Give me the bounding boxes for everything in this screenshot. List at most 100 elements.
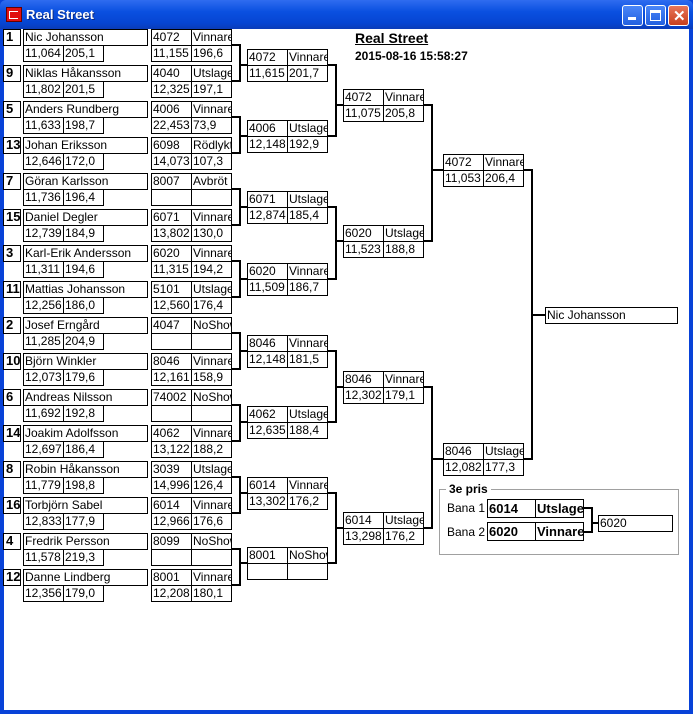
round2-result-status[interactable]: Vinnare bbox=[287, 335, 328, 352]
round1-result-time[interactable]: 12,966 bbox=[151, 513, 192, 530]
qualifying-speed[interactable]: 205,1 bbox=[63, 45, 104, 62]
qualifying-time[interactable]: 12,356 bbox=[23, 585, 64, 602]
round1-result-speed[interactable]: 176,6 bbox=[191, 513, 232, 530]
round3-result-time[interactable]: 13,298 bbox=[343, 528, 384, 545]
lane2-status-field[interactable]: Vinnare bbox=[535, 522, 584, 541]
round3-result-status[interactable]: Vinnare bbox=[383, 89, 424, 106]
qualifying-speed[interactable]: 196,4 bbox=[63, 189, 104, 206]
seed-number[interactable]: 14 bbox=[3, 425, 21, 442]
round1-result-status[interactable]: Vinnare bbox=[191, 497, 232, 514]
driver-name[interactable]: Johan Eriksson bbox=[23, 137, 148, 154]
seed-number[interactable]: 8 bbox=[3, 461, 21, 478]
round1-result-speed[interactable]: 130,0 bbox=[191, 225, 232, 242]
round3-result-status[interactable]: Vinnare bbox=[383, 371, 424, 388]
seed-number[interactable]: 16 bbox=[3, 497, 21, 514]
round2-result-status[interactable]: Vinnare bbox=[287, 477, 328, 494]
qualifying-speed[interactable]: 204,9 bbox=[63, 333, 104, 350]
round1-result-status[interactable]: NoShow bbox=[191, 317, 232, 334]
driver-name[interactable]: Nic Johansson bbox=[23, 29, 148, 46]
driver-name[interactable]: Joakim Adolfsson bbox=[23, 425, 148, 442]
qualifying-time[interactable]: 12,739 bbox=[23, 225, 64, 242]
round1-result-car-id[interactable]: 8046 bbox=[151, 353, 192, 370]
round3-result-car-id[interactable]: 8046 bbox=[343, 371, 384, 388]
qualifying-speed[interactable]: 186,4 bbox=[63, 441, 104, 458]
round1-result-time[interactable]: 12,161 bbox=[151, 369, 192, 386]
round1-result-car-id[interactable]: 8001 bbox=[151, 569, 192, 586]
seed-number[interactable]: 13 bbox=[3, 137, 21, 154]
round1-result-speed[interactable]: 73,9 bbox=[191, 117, 232, 134]
qualifying-time[interactable]: 11,633 bbox=[23, 117, 64, 134]
seed-number[interactable]: 9 bbox=[3, 65, 21, 82]
round2-result-time[interactable] bbox=[247, 563, 288, 580]
round1-result-car-id[interactable]: 4072 bbox=[151, 29, 192, 46]
round1-result-status[interactable]: Vinnare bbox=[191, 425, 232, 442]
round2-result-car-id[interactable]: 4062 bbox=[247, 406, 288, 423]
qualifying-time[interactable]: 11,578 bbox=[23, 549, 64, 566]
round1-result-car-id[interactable]: 6071 bbox=[151, 209, 192, 226]
driver-name[interactable]: Göran Karlsson bbox=[23, 173, 148, 190]
round1-result-speed[interactable]: 158,9 bbox=[191, 369, 232, 386]
round1-result-speed[interactable] bbox=[191, 549, 232, 566]
round2-result-time[interactable]: 12,635 bbox=[247, 422, 288, 439]
round2-result-car-id[interactable]: 4006 bbox=[247, 120, 288, 137]
driver-name[interactable]: Torbjörn Sabel bbox=[23, 497, 148, 514]
round3-result-car-id[interactable]: 4072 bbox=[343, 89, 384, 106]
qualifying-time[interactable]: 11,802 bbox=[23, 81, 64, 98]
round1-result-time[interactable]: 11,315 bbox=[151, 261, 192, 278]
qualifying-time[interactable]: 12,697 bbox=[23, 441, 64, 458]
round2-result-speed[interactable]: 201,7 bbox=[287, 65, 328, 82]
round2-result-car-id[interactable]: 6071 bbox=[247, 191, 288, 208]
round2-result-status[interactable]: NoShow bbox=[287, 547, 328, 564]
round1-result-speed[interactable] bbox=[191, 333, 232, 350]
round1-result-status[interactable]: NoShow bbox=[191, 533, 232, 550]
round1-result-status[interactable]: Vinnare bbox=[191, 569, 232, 586]
round3-result-speed[interactable]: 176,2 bbox=[383, 528, 424, 545]
round1-result-car-id[interactable]: 4062 bbox=[151, 425, 192, 442]
round2-result-time[interactable]: 11,509 bbox=[247, 279, 288, 296]
winner-field[interactable]: Nic Johansson bbox=[545, 307, 678, 324]
round1-result-car-id[interactable]: 6020 bbox=[151, 245, 192, 262]
round2-result-car-id[interactable]: 6020 bbox=[247, 263, 288, 280]
round1-result-time[interactable]: 12,208 bbox=[151, 585, 192, 602]
round2-result-speed[interactable]: 192,9 bbox=[287, 136, 328, 153]
round3-result-time[interactable]: 12,302 bbox=[343, 387, 384, 404]
round2-result-time[interactable]: 12,148 bbox=[247, 351, 288, 368]
driver-name[interactable]: Björn Winkler bbox=[23, 353, 148, 370]
maximize-button[interactable] bbox=[645, 5, 666, 26]
seed-number[interactable]: 15 bbox=[3, 209, 21, 226]
qualifying-speed[interactable]: 179,0 bbox=[63, 585, 104, 602]
round4-result-car-id[interactable]: 4072 bbox=[443, 154, 484, 171]
round2-result-car-id[interactable]: 6014 bbox=[247, 477, 288, 494]
qualifying-speed[interactable]: 198,7 bbox=[63, 117, 104, 134]
round1-result-speed[interactable]: 126,4 bbox=[191, 477, 232, 494]
round1-result-speed[interactable]: 196,6 bbox=[191, 45, 232, 62]
driver-name[interactable]: Robin Håkansson bbox=[23, 461, 148, 478]
seed-number[interactable]: 4 bbox=[3, 533, 21, 550]
round1-result-car-id[interactable]: 8099 bbox=[151, 533, 192, 550]
qualifying-time[interactable]: 11,692 bbox=[23, 405, 64, 422]
round1-result-car-id[interactable]: 4047 bbox=[151, 317, 192, 334]
qualifying-time[interactable]: 11,064 bbox=[23, 45, 64, 62]
round2-result-car-id[interactable]: 8046 bbox=[247, 335, 288, 352]
round1-result-car-id[interactable]: 74002 bbox=[151, 389, 192, 406]
round2-result-speed[interactable]: 176,2 bbox=[287, 493, 328, 510]
round3-result-speed[interactable]: 179,1 bbox=[383, 387, 424, 404]
seed-number[interactable]: 3 bbox=[3, 245, 21, 262]
driver-name[interactable]: Karl-Erik Andersson bbox=[23, 245, 148, 262]
round4-result-speed[interactable]: 177,3 bbox=[483, 459, 524, 476]
round1-result-time[interactable]: 13,802 bbox=[151, 225, 192, 242]
round3-result-car-id[interactable]: 6014 bbox=[343, 512, 384, 529]
round1-result-time[interactable]: 14,996 bbox=[151, 477, 192, 494]
round2-result-speed[interactable]: 188,4 bbox=[287, 422, 328, 439]
close-button[interactable]: ✕ bbox=[668, 5, 689, 26]
lane1-id-field[interactable]: 6014 bbox=[487, 499, 536, 518]
driver-name[interactable]: Anders Rundberg bbox=[23, 101, 148, 118]
round1-result-speed[interactable]: 176,4 bbox=[191, 297, 232, 314]
qualifying-time[interactable]: 12,256 bbox=[23, 297, 64, 314]
round2-result-status[interactable]: Utslager bbox=[287, 191, 328, 208]
round1-result-status[interactable]: Vinnare bbox=[191, 29, 232, 46]
round2-result-speed[interactable] bbox=[287, 563, 328, 580]
round3-result-time[interactable]: 11,523 bbox=[343, 241, 384, 258]
seed-number[interactable]: 1 bbox=[3, 29, 21, 46]
round1-result-speed[interactable]: 180,1 bbox=[191, 585, 232, 602]
